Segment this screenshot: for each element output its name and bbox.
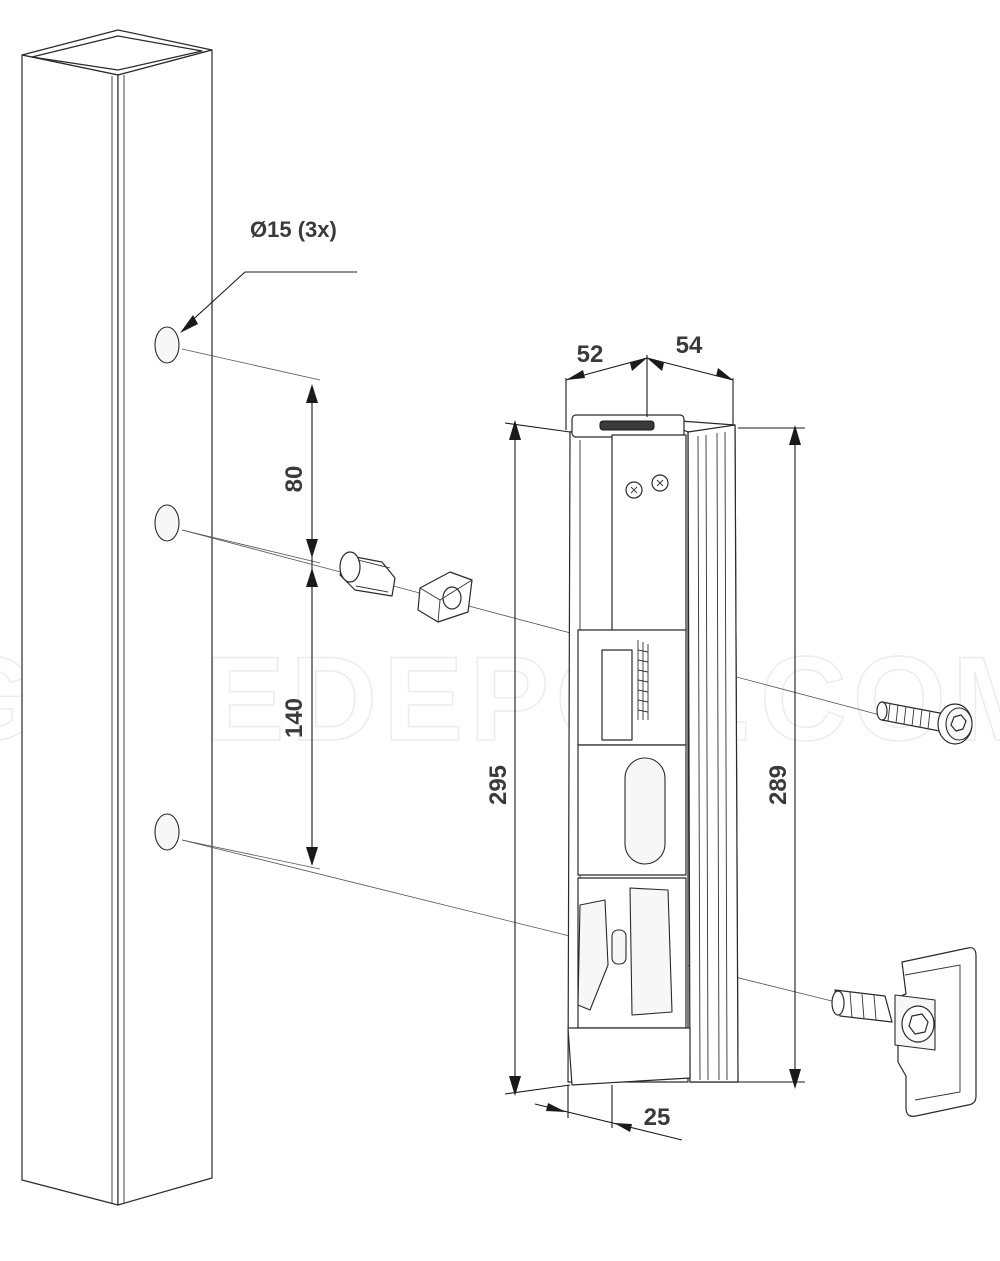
keep-bottom-width-dimension: 25 bbox=[534, 1085, 683, 1141]
drill-hole-top bbox=[154, 326, 180, 364]
keep-height-left-dimension: 295 bbox=[485, 420, 571, 1096]
axis-middle bbox=[181, 529, 881, 716]
hole-diameter-callout: Ø15 (3x) bbox=[180, 217, 357, 333]
socket-head-screw bbox=[876, 701, 973, 745]
square-nut bbox=[417, 571, 473, 623]
spacing-upper-label: 80 bbox=[281, 466, 308, 493]
hole-diameter-label: Ø15 (3x) bbox=[250, 217, 337, 242]
gate-post bbox=[21, 29, 213, 1206]
keep-bottom-cap bbox=[567, 1027, 691, 1086]
keep-mounting-plate bbox=[611, 434, 687, 634]
keep-height-right-dimension: 289 bbox=[738, 425, 805, 1089]
keep-top-width-dimension: 52 54 bbox=[565, 332, 734, 430]
drill-hole-middle bbox=[154, 504, 180, 542]
insert-sleeve bbox=[339, 551, 396, 597]
hole-spacing-dimension: 80 140 bbox=[181, 348, 321, 870]
width-top-left-label: 52 bbox=[577, 341, 604, 368]
width-bottom-label: 25 bbox=[644, 1104, 671, 1131]
keep-body bbox=[567, 414, 739, 1086]
width-top-right-label: 54 bbox=[676, 332, 703, 359]
expansion-anchor bbox=[831, 947, 977, 1117]
axis-bottom bbox=[181, 839, 841, 1004]
drill-hole-bottom bbox=[154, 813, 180, 851]
keep-top-logo-plate bbox=[599, 420, 655, 431]
spacing-lower-label: 140 bbox=[281, 698, 308, 738]
height-left-label: 295 bbox=[485, 765, 512, 805]
keep-slot bbox=[624, 757, 666, 865]
height-right-label: 289 bbox=[765, 765, 792, 805]
